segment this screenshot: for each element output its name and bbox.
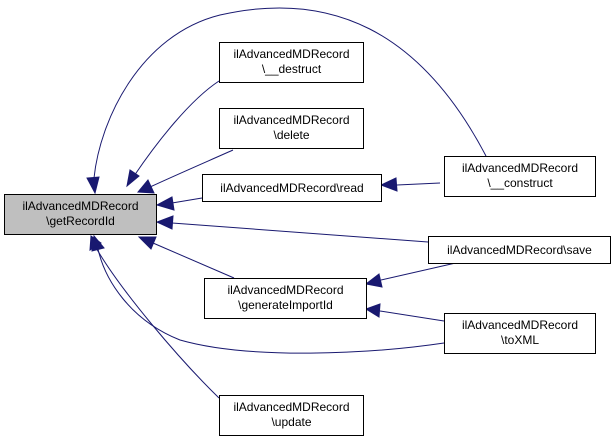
node-read[interactable]: ilAdvancedMDRecord\read: [202, 174, 382, 202]
node-update-line1: ilAdvancedMDRecord: [233, 400, 349, 414]
edge-toXML-to-generateImportId: [364, 303, 445, 322]
node-read-line1: ilAdvancedMDRecord\read: [220, 181, 363, 195]
edge-delete-to-getRecordId: [136, 149, 234, 194]
edge-generateImportId-to-getRecordId: [137, 236, 235, 279]
node-save-line1: ilAdvancedMDRecord\save: [447, 243, 592, 257]
node-construct-line1: ilAdvancedMDRecord: [462, 161, 578, 175]
node-toXML-line2: \toXML: [501, 333, 539, 347]
node-generateImportId[interactable]: ilAdvancedMDRecord \generateImportId: [204, 278, 367, 319]
node-getRecordId-line1: ilAdvancedMDRecord: [22, 199, 138, 213]
edge-save-to-generateImportId: [364, 261, 461, 288]
node-generateImportId-line1: ilAdvancedMDRecord: [227, 283, 343, 297]
edge-read-to-getRecordId: [155, 196, 203, 211]
node-toXML[interactable]: ilAdvancedMDRecord \toXML: [444, 313, 596, 354]
node-construct[interactable]: ilAdvancedMDRecord \__construct: [444, 156, 596, 197]
edge-save-to-getRecordId: [155, 215, 429, 243]
edge-construct-to-getRecordId: [86, 7, 487, 195]
node-save[interactable]: ilAdvancedMDRecord\save: [428, 236, 611, 264]
node-delete[interactable]: ilAdvancedMDRecord \delete: [219, 108, 364, 149]
node-destruct-line2: \__destruct: [262, 62, 322, 76]
node-construct-line2: \__construct: [487, 176, 553, 190]
node-update-line2: \update: [271, 415, 311, 429]
node-getRecordId-line2: \getRecordId: [46, 214, 115, 228]
node-generateImportId-line2: \generateImportId: [238, 298, 333, 312]
edge-update-to-getRecordId: [89, 235, 220, 399]
edges: [86, 7, 487, 399]
edge-construct-to-read: [379, 177, 441, 192]
edge-destruct-to-getRecordId: [126, 80, 220, 188]
node-toXML-line1: ilAdvancedMDRecord: [462, 318, 578, 332]
node-update[interactable]: ilAdvancedMDRecord \update: [219, 395, 364, 436]
node-destruct-line1: ilAdvancedMDRecord: [233, 47, 349, 61]
node-delete-line2: \delete: [273, 128, 309, 142]
node-delete-line1: ilAdvancedMDRecord: [233, 113, 349, 127]
node-getRecordId[interactable]: ilAdvancedMDRecord \getRecordId: [4, 194, 157, 235]
node-destruct[interactable]: ilAdvancedMDRecord \__destruct: [219, 42, 364, 83]
